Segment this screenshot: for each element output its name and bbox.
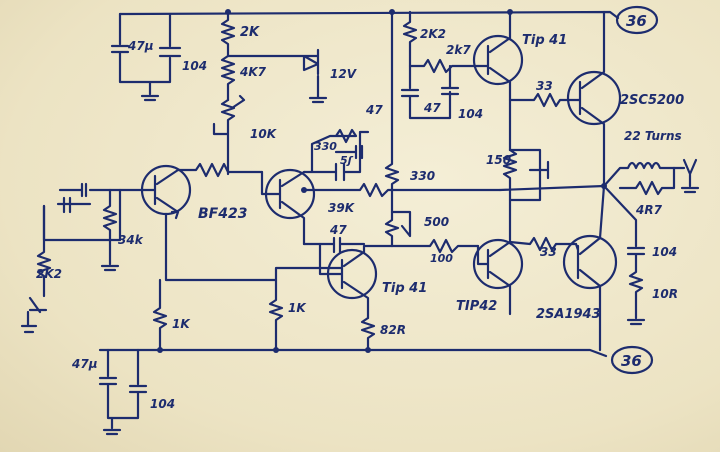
r-4k7-label: 4K7 xyxy=(239,65,267,79)
r-1k-b xyxy=(268,278,284,352)
input-cap-network xyxy=(42,182,122,242)
positive-rail-wire xyxy=(118,10,620,20)
c-top-left-104-label: 104 xyxy=(182,59,207,73)
r-33-low-label: 33 xyxy=(540,245,557,259)
q-tip41-low-label: Tip 41 xyxy=(382,281,427,296)
r-100-label: 100 xyxy=(430,252,453,265)
r-39k-label: 39K xyxy=(328,201,356,215)
bf423-link-resistor xyxy=(176,162,264,178)
r-100 xyxy=(390,238,480,254)
junction-dot xyxy=(301,187,307,193)
zobel-network xyxy=(602,184,646,326)
q-bf423-label: BF423 xyxy=(198,206,247,222)
input-34k-resistor xyxy=(100,188,120,272)
c-47-c-104-mid xyxy=(400,64,460,120)
r-39k xyxy=(302,182,502,198)
r-2k2-top xyxy=(402,10,480,74)
output-node-wire xyxy=(498,178,606,192)
q-2sc5200-label: 2SC5200 xyxy=(620,93,684,108)
junction-dot xyxy=(225,9,231,15)
r-33-top xyxy=(508,92,580,108)
input-2k2-resistor xyxy=(20,204,52,334)
r-150-label: 150 xyxy=(486,153,511,167)
r-1k-a-label: 1K xyxy=(172,317,191,331)
bf423-right-leads xyxy=(260,170,306,246)
bias-330-resistor xyxy=(384,10,400,248)
2sc5200-transistor xyxy=(566,70,622,126)
q-tip41-top-label: Tip 41 xyxy=(522,33,567,48)
bf423-left-leads xyxy=(118,168,180,220)
zener-diode xyxy=(226,48,328,104)
coil-label: 22 Turns xyxy=(624,129,682,143)
c-5n-label: 5ʃ xyxy=(340,154,354,167)
tip41-top-leads xyxy=(476,10,512,152)
junction-dot xyxy=(389,9,395,15)
tip41-low-leads xyxy=(302,242,394,320)
bottom-left-caps xyxy=(98,348,148,436)
output-coil xyxy=(602,161,676,188)
junction-dot xyxy=(273,347,279,353)
r-82r xyxy=(360,316,376,352)
r-2k2-in-label: 2K2 xyxy=(36,267,62,281)
rail-pos-circle xyxy=(615,5,659,35)
r-2k7-label: 2k7 xyxy=(446,43,471,57)
pot-500 xyxy=(390,210,412,238)
top-left-cap-wires xyxy=(110,12,182,102)
mid-rail xyxy=(164,212,344,282)
r-4r7-label: 4R7 xyxy=(635,203,663,217)
2sc5200-leads xyxy=(576,10,606,182)
rail-neg-circle xyxy=(610,345,654,375)
r-2k-label: 2K xyxy=(240,25,260,40)
r-1k-a xyxy=(152,278,168,352)
r-10r-label: 10R xyxy=(652,287,678,301)
c-104-low-label: 104 xyxy=(150,397,175,411)
c-47-mid-label: 47 xyxy=(423,101,441,115)
c-104-out-label: 104 xyxy=(652,245,677,259)
junction-dot xyxy=(157,347,163,353)
c-47-low-label: 47 xyxy=(329,223,347,237)
c-top-left-label: 47μ xyxy=(127,39,154,53)
2sa1943-transistor xyxy=(562,234,618,290)
c-47-a-label: 47 xyxy=(365,103,383,117)
r-33-top-label: 33 xyxy=(536,79,553,93)
c-104-mid-label: 104 xyxy=(458,107,483,121)
r-82r-label: 82R xyxy=(380,323,406,337)
negative-rail-wire xyxy=(98,348,608,358)
r-33-low xyxy=(508,236,578,252)
r-2k2-top-label: 2K2 xyxy=(420,27,446,41)
zener-label: 12V xyxy=(330,67,358,81)
q-tip42-label: TIP42 xyxy=(456,299,497,314)
junction-dot xyxy=(601,183,607,189)
pot-10k xyxy=(212,94,246,176)
2sa1943-leads xyxy=(574,184,606,352)
junction-dot xyxy=(507,9,513,15)
output-jack xyxy=(672,158,700,194)
r-330-mid-label: 330 xyxy=(410,169,435,183)
pot-10k-label: 10K xyxy=(250,127,278,141)
tip41-top-transistor xyxy=(472,34,524,86)
tip42-leads xyxy=(476,198,512,316)
r-330-label: 330 xyxy=(314,140,337,153)
tip42-transistor xyxy=(472,238,524,290)
rail-neg-label: 36 xyxy=(621,352,642,370)
q-2sa1943-label: 2SA1943 xyxy=(536,307,601,322)
r-150-pot xyxy=(502,148,550,202)
r-1k-b-label: 1K xyxy=(288,301,307,315)
c-47u-low-label: 47μ xyxy=(71,357,98,371)
feedback-network xyxy=(302,128,370,182)
junction-dot xyxy=(365,347,371,353)
r-34k-label: 34k xyxy=(118,233,144,247)
r-4r7 xyxy=(618,166,676,196)
c-47-low xyxy=(318,236,366,254)
rail-pos-label: 36 xyxy=(626,12,647,30)
pot-500-label: 500 xyxy=(424,215,449,229)
